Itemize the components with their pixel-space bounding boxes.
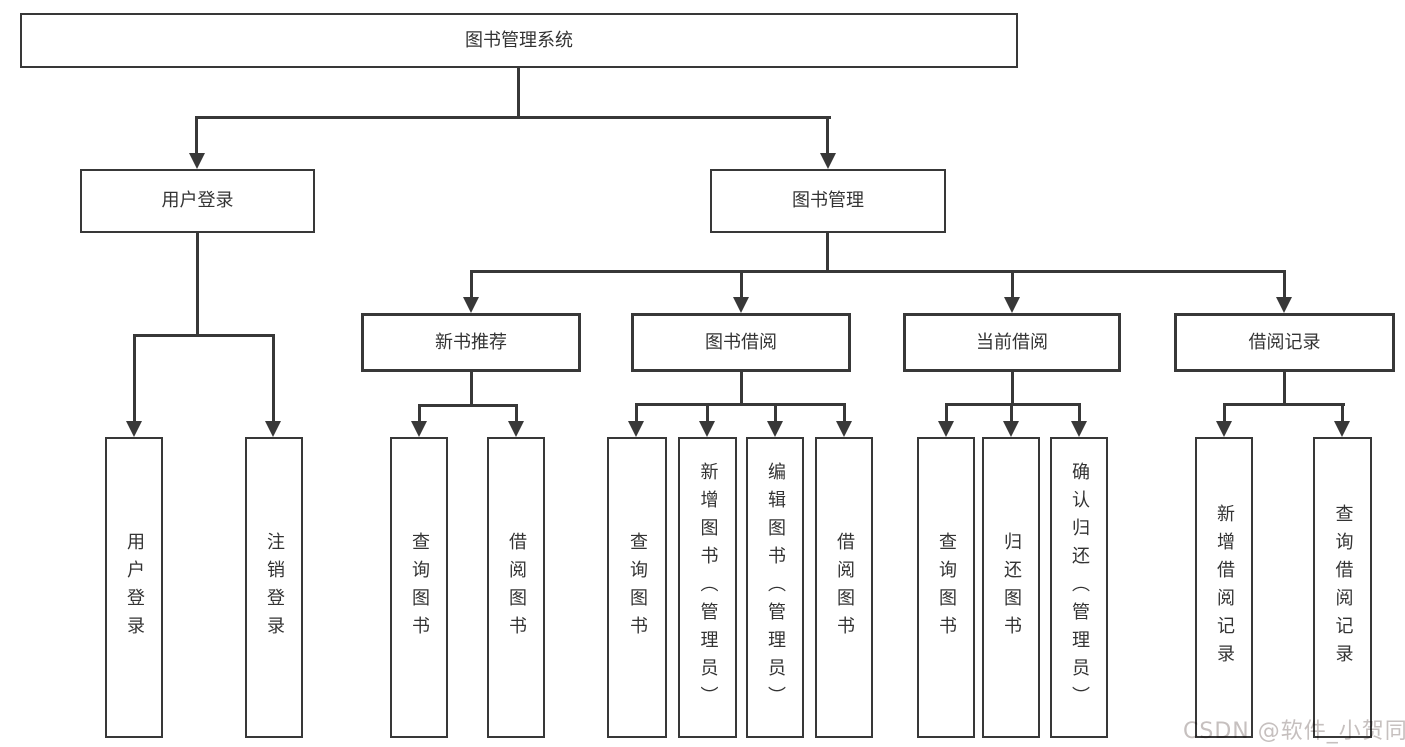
arrow-down-icon xyxy=(699,421,715,437)
connector-drop-level2 xyxy=(1283,270,1286,298)
connector-current-bar xyxy=(945,403,1081,406)
leaf-query-books-current: 查询图书 xyxy=(917,437,975,738)
leaf-query-books-borrow: 查询图书 xyxy=(607,437,667,738)
arrow-down-icon xyxy=(265,421,281,437)
leaf-query-borrow-record: 查询借阅记录 xyxy=(1313,437,1372,738)
arrow-down-icon xyxy=(463,297,479,313)
leaf-confirm-return-admin: 确认归还（管理员） xyxy=(1050,437,1108,738)
connector-records-trunk xyxy=(1283,372,1286,405)
node-borrow-records: 借阅记录 xyxy=(1174,313,1395,372)
leaf-query-books-recommend: 查询图书 xyxy=(390,437,448,738)
arrow-down-icon xyxy=(126,421,142,437)
arrow-down-icon xyxy=(836,421,852,437)
arrow-down-icon xyxy=(411,421,427,437)
connector-drop-leaf xyxy=(272,334,275,422)
arrow-down-icon xyxy=(1071,421,1087,437)
node-book-borrow: 图书借阅 xyxy=(631,313,851,372)
connector-drop-leaf xyxy=(418,404,421,422)
connector-recommend-bar xyxy=(418,404,518,407)
csdn-watermark: CSDN @软件_小贺同学 xyxy=(1183,719,1405,744)
connector-user-login-trunk xyxy=(196,233,199,336)
arrow-down-icon xyxy=(820,153,836,169)
leaf-add-borrow-record: 新增借阅记录 xyxy=(1195,437,1253,738)
arrow-down-icon xyxy=(1334,421,1350,437)
connector-drop-level2 xyxy=(1011,270,1014,298)
leaf-return-books: 归还图书 xyxy=(982,437,1040,738)
connector-drop-user-login xyxy=(195,116,198,154)
connector-drop-leaf xyxy=(774,403,777,422)
arrow-down-icon xyxy=(767,421,783,437)
arrow-down-icon xyxy=(733,297,749,313)
arrow-down-icon xyxy=(628,421,644,437)
leaf-borrow-books-recommend: 借阅图书 xyxy=(487,437,545,738)
arrow-down-icon xyxy=(189,153,205,169)
arrow-down-icon xyxy=(938,421,954,437)
connector-drop-level2 xyxy=(470,270,473,298)
connector-drop-leaf xyxy=(843,403,846,422)
connector-drop-leaf xyxy=(515,404,518,422)
node-user-login-branch: 用户登录 xyxy=(80,169,315,233)
arrow-down-icon xyxy=(1003,421,1019,437)
connector-drop-leaf xyxy=(1341,403,1344,422)
connector-root-trunk xyxy=(517,68,520,119)
connector-drop-leaf xyxy=(635,403,638,422)
arrow-down-icon xyxy=(1004,297,1020,313)
connector-drop-leaf xyxy=(1010,403,1013,422)
node-root: 图书管理系统 xyxy=(20,13,1018,68)
connector-drop-book-management xyxy=(826,116,829,154)
connector-drop-level2 xyxy=(740,270,743,298)
connector-drop-leaf xyxy=(1078,403,1081,422)
connector-level2-bar xyxy=(470,270,1286,273)
connector-drop-leaf xyxy=(1223,403,1226,422)
connector-borrow-bar xyxy=(635,403,846,406)
connector-drop-leaf xyxy=(945,403,948,422)
connector-user-login-bar xyxy=(133,334,275,337)
connector-drop-leaf xyxy=(133,334,136,422)
node-book-management: 图书管理 xyxy=(710,169,946,233)
connector-borrow-trunk xyxy=(740,372,743,405)
leaf-edit-book-admin: 编辑图书（管理员） xyxy=(746,437,804,738)
leaf-add-book-admin: 新增图书（管理员） xyxy=(678,437,737,738)
connector-current-trunk xyxy=(1011,372,1014,405)
connector-level1-bar xyxy=(196,116,831,119)
arrow-down-icon xyxy=(1276,297,1292,313)
connector-book-management-trunk xyxy=(826,233,829,273)
connector-drop-leaf xyxy=(706,403,709,422)
arrow-down-icon xyxy=(1216,421,1232,437)
leaf-user-login: 用户登录 xyxy=(105,437,163,738)
node-current-borrow: 当前借阅 xyxy=(903,313,1121,372)
node-new-book-recommend: 新书推荐 xyxy=(361,313,581,372)
connector-recommend-trunk xyxy=(470,372,473,406)
connector-records-bar xyxy=(1223,403,1345,406)
leaf-borrow-books: 借阅图书 xyxy=(815,437,873,738)
leaf-logout: 注销登录 xyxy=(245,437,303,738)
arrow-down-icon xyxy=(508,421,524,437)
